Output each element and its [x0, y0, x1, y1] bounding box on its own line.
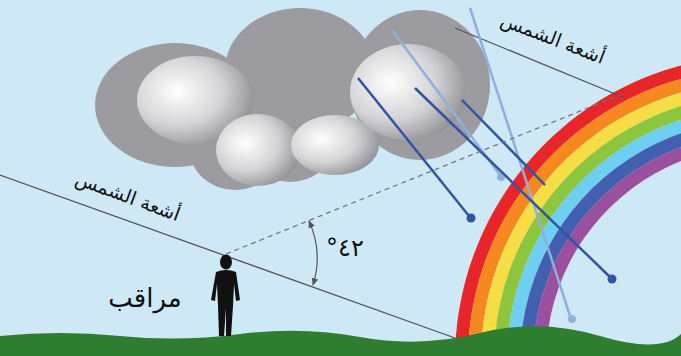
observer-figure	[211, 255, 240, 337]
sun-ray	[0, 175, 455, 338]
rainbow-band	[507, 107, 681, 356]
rainbow-band	[468, 68, 681, 356]
angle-arc	[309, 221, 317, 285]
rainbow-band	[481, 81, 681, 356]
light-rays	[358, 8, 617, 323]
rainbow-band	[533, 133, 681, 356]
rainbow-band	[494, 94, 681, 356]
ground	[0, 326, 681, 356]
observer-label: مراقب	[108, 284, 181, 313]
angle-label: ٤٢°	[326, 235, 364, 261]
sight-line	[226, 95, 620, 254]
clouds	[95, 8, 490, 190]
